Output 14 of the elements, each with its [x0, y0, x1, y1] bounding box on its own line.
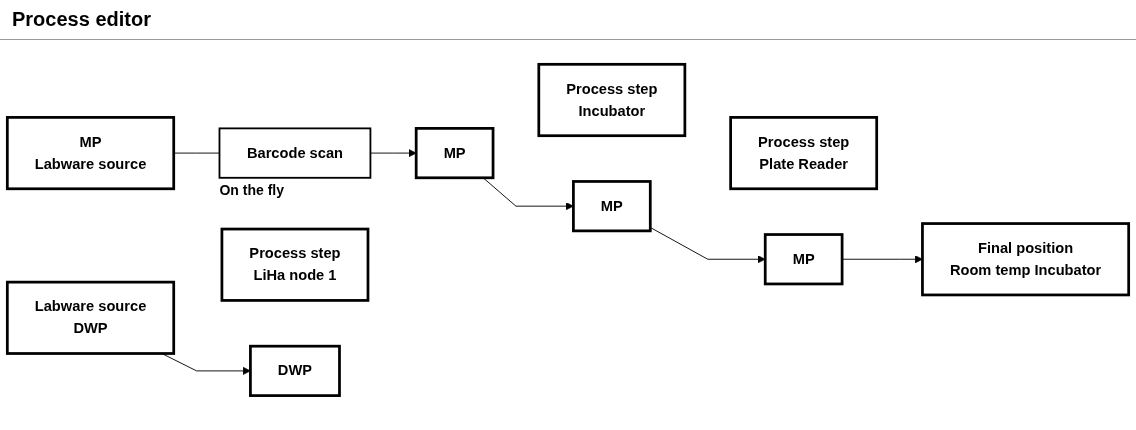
- node-box: Barcode scan: [218, 127, 372, 179]
- node-box: Labware source DWP: [5, 280, 176, 355]
- node-box: MP: [572, 180, 652, 233]
- side-note: On the fly: [219, 181, 285, 198]
- node-box: MP Labware source: [5, 116, 176, 191]
- node-box: Final position Room temp Incubator: [921, 222, 1131, 297]
- node-box: Process step Plate Reader: [729, 116, 879, 191]
- node-box: MP: [414, 127, 495, 180]
- node-box: Process step Incubator: [537, 62, 687, 138]
- editor-title: Process editor: [0, 0, 1136, 40]
- node-box: Process step LiHa node 1: [220, 227, 370, 302]
- node-box: DWP: [249, 344, 341, 397]
- node-box: MP: [763, 233, 844, 286]
- connector: [173, 152, 220, 154]
